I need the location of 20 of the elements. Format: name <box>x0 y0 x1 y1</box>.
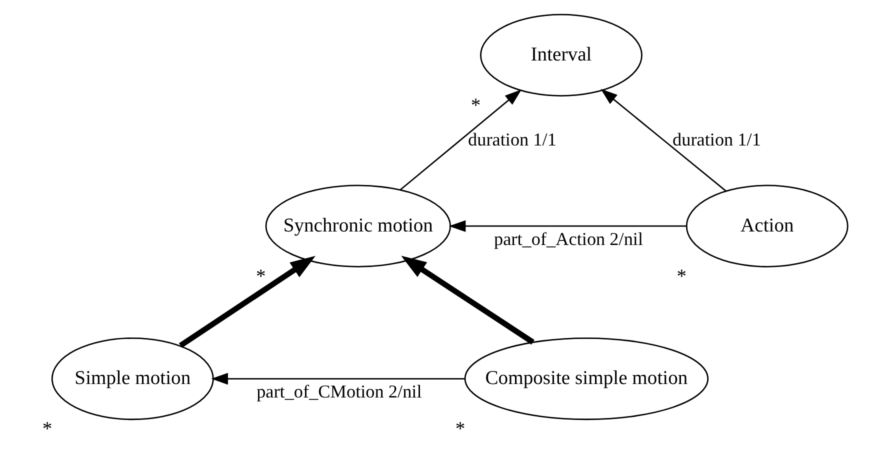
node-label: * <box>676 266 687 287</box>
node-ellipse: Interval <box>480 13 642 96</box>
node-label: * <box>455 418 466 440</box>
arrow <box>600 88 726 192</box>
edge-label: part_of_CMotion 2/nil <box>256 381 422 402</box>
node-label: * <box>470 95 481 116</box>
node-label: * <box>42 418 52 440</box>
node-ellipse: Action <box>686 184 848 267</box>
arrow <box>400 88 522 190</box>
arrow <box>211 372 465 384</box>
arrow <box>448 220 686 232</box>
node-ellipse: Synchronic motion <box>265 184 452 267</box>
edge-label: part_of_Action 2/nil <box>494 228 644 248</box>
arrow <box>178 255 316 348</box>
node-ellipse: Composite simple motion <box>464 336 709 420</box>
node-label: * <box>256 266 266 287</box>
arrow <box>401 255 534 344</box>
edge-label: duration 1/1 <box>672 128 761 149</box>
node-ellipse: Simple motion <box>51 336 214 420</box>
edge-label: duration 1/1 <box>468 128 556 149</box>
